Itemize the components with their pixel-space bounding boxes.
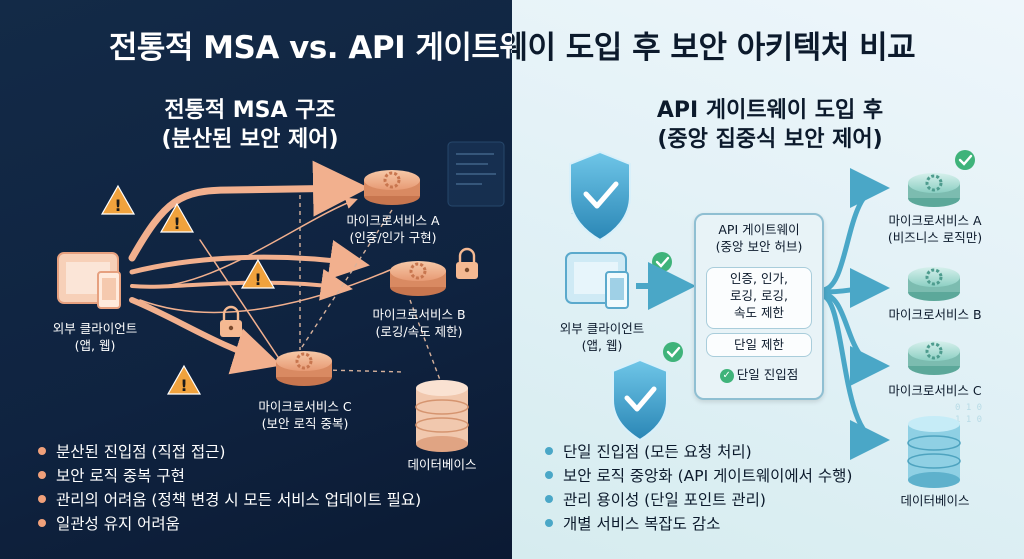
microservice-c-gear-icon	[276, 351, 332, 386]
gateway-title: API 게이트웨이	[718, 222, 800, 237]
svg-text:!: !	[254, 270, 261, 289]
lock-icon	[456, 247, 478, 279]
database-icon	[907, 416, 961, 488]
gateway-feature: 로깅, 로깅,	[730, 288, 788, 303]
list-item: 개별 서비스 복잡도 감소	[545, 512, 852, 536]
right-client-label: 외부 클라이언트 (앱, 웹)	[537, 320, 667, 354]
left-bullet-list: 분산된 진입점 (직접 접근) 보안 로직 중복 구현 관리의 어려움 (정책 …	[38, 440, 421, 536]
left-section-heading: 전통적 MSA 구조 (분산된 보안 제어)	[105, 96, 395, 154]
right-service-a-role: (비즈니스 로직만)	[887, 230, 983, 245]
database-icon	[415, 380, 469, 452]
list-item: 일관성 유지 어려움	[38, 512, 421, 536]
check-badge-icon	[955, 150, 975, 170]
gateway-feature: 인증, 인가,	[730, 271, 788, 286]
right-service-b-label: 마이크로서비스 B	[888, 307, 982, 322]
left-database-label: 데이터베이스	[407, 457, 477, 472]
right-client-label-line1: 외부 클라이언트	[559, 321, 645, 336]
microservice-a-gear-icon	[364, 170, 420, 205]
left-client-label-line2: (앱, 웹)	[74, 338, 116, 353]
gateway-to-services-arrows	[819, 168, 890, 460]
background-code-panel-icon	[447, 141, 505, 207]
check-circle-icon: ✓	[719, 368, 734, 383]
left-service-c-label: 마이크로서비스 C (보안 로직 중복)	[240, 398, 370, 432]
microservice-b-gear-icon	[908, 267, 960, 301]
direct-access-arrows	[128, 160, 391, 375]
gateway-rate-limit-box: 단일 제한	[706, 333, 812, 357]
svg-text:0 1 0: 0 1 0	[955, 403, 982, 413]
check-badge-icon	[652, 252, 672, 272]
right-section-heading: API 게이트웨이 도입 후 (중앙 집중식 보안 제어)	[620, 96, 920, 154]
list-item: 관리 용이성 (단일 포인트 관리)	[545, 488, 852, 512]
microservice-b-gear-icon	[390, 261, 446, 296]
left-heading-line2: (분산된 보안 제어)	[161, 127, 339, 152]
left-service-b-label: 마이크로서비스 B (로깅/속도 제한)	[354, 306, 484, 340]
right-service-a-name: 마이크로서비스 A	[888, 213, 982, 228]
page-title: 전통적 MSA vs. API 게이트웨이 도입 후 보안 아키텍처 비교	[0, 22, 1024, 67]
warning-icon: !	[100, 184, 136, 215]
client-device-icon	[565, 252, 629, 309]
left-heading-line1: 전통적 MSA 구조	[164, 98, 336, 123]
gateway-subtitle: (중앙 보안 허브)	[715, 239, 803, 254]
svg-text:!: !	[173, 214, 180, 233]
list-item: 관리의 어려움 (정책 변경 시 모든 서비스 업데이트 필요)	[38, 488, 421, 512]
client-device-icon	[57, 252, 121, 309]
left-service-c-role: (보안 로직 중복)	[261, 416, 349, 431]
list-item: 단일 진입점 (모든 요청 처리)	[545, 440, 852, 464]
warning-icon: !	[240, 258, 276, 289]
microservice-a-gear-icon	[908, 173, 960, 207]
left-service-a-role: (인증/인가 구현)	[349, 230, 437, 245]
right-client-label-line2: (앱, 웹)	[581, 338, 623, 353]
gateway-feature: 속도 제한	[734, 305, 784, 320]
check-badge-icon	[663, 342, 683, 362]
list-item: 보안 로직 중복 구현	[38, 464, 421, 488]
svg-text:1 1 0: 1 1 0	[955, 415, 982, 425]
left-service-b-role: (로깅/속도 제한)	[375, 324, 463, 339]
gateway-entry-point: ✓단일 진입점	[696, 365, 822, 385]
api-gateway-box: API 게이트웨이 (중앙 보안 허브) 인증, 인가, 로깅, 로깅, 속도 …	[694, 213, 824, 400]
gateway-features-box: 인증, 인가, 로깅, 로깅, 속도 제한	[706, 267, 812, 329]
right-bullet-list: 단일 진입점 (모든 요청 처리) 보안 로직 중앙화 (API 게이트웨이에서…	[545, 440, 852, 536]
list-item: 보안 로직 중앙화 (API 게이트웨이에서 수행)	[545, 464, 852, 488]
lock-icon	[220, 305, 242, 337]
microservice-c-gear-icon	[908, 341, 960, 375]
right-service-c-label: 마이크로서비스 C	[888, 383, 982, 398]
list-item: 분산된 진입점 (직접 접근)	[38, 440, 421, 464]
left-service-b-name: 마이크로서비스 B	[372, 307, 466, 322]
security-shield-icon	[612, 358, 668, 442]
right-database-label: 데이터베이스	[900, 493, 970, 508]
right-service-a-label: 마이크로서비스 A (비즈니스 로직만)	[872, 212, 998, 246]
left-service-a-name: 마이크로서비스 A	[346, 213, 440, 228]
right-heading-line1: API 게이트웨이 도입 후	[656, 98, 884, 123]
left-client-label: 외부 클라이언트 (앱, 웹)	[30, 320, 160, 354]
left-service-a-label: 마이크로서비스 A (인증/인가 구현)	[328, 212, 458, 246]
dashed-links	[299, 195, 441, 381]
left-client-label-line1: 외부 클라이언트	[52, 321, 138, 336]
right-heading-line2: (중앙 집중식 보안 제어)	[657, 127, 883, 152]
warning-icon: !	[166, 364, 202, 395]
svg-text:!: !	[114, 196, 121, 215]
warning-icon: !	[159, 202, 195, 233]
security-shield-icon	[569, 150, 631, 242]
left-service-c-name: 마이크로서비스 C	[258, 399, 352, 414]
svg-text:!: !	[180, 376, 187, 395]
